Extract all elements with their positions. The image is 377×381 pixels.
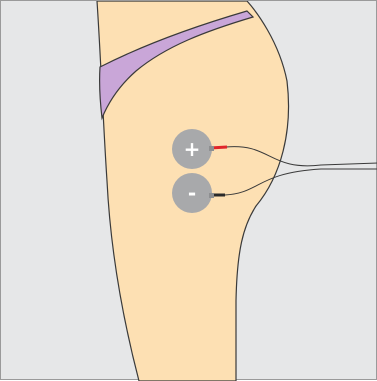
- minus-icon: -: [188, 181, 196, 205]
- plus-icon: +: [184, 137, 201, 161]
